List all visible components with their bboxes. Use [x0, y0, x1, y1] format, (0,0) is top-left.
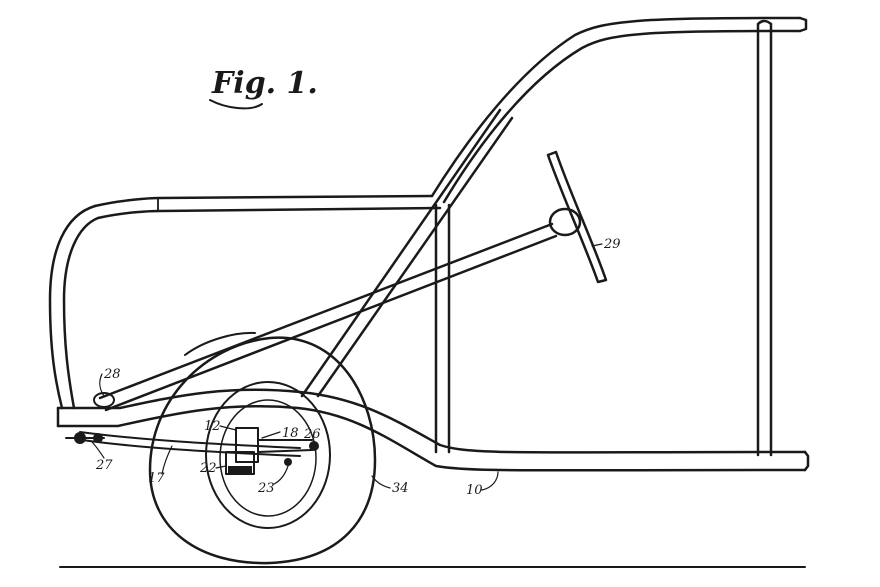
label-26: 26	[303, 427, 321, 442]
label-12: 12	[204, 419, 221, 434]
wheel	[148, 331, 377, 565]
door-pillar	[434, 203, 451, 454]
leader-17	[161, 445, 173, 475]
clip-plate	[228, 466, 252, 473]
label-28: 28	[103, 367, 121, 382]
title-flourish	[209, 99, 263, 110]
shackle-link	[257, 439, 313, 453]
chassis-frame	[48, 16, 810, 472]
label-22: 22	[199, 461, 217, 476]
steering-column	[98, 222, 558, 412]
label-18: 18	[282, 426, 299, 441]
leader-18	[261, 431, 281, 439]
wheel-hub-inner	[219, 399, 317, 517]
steering-wheel	[546, 150, 608, 284]
leader-34	[371, 475, 391, 489]
front-bow	[48, 204, 100, 410]
figure-title: Fig. 1.	[211, 66, 318, 101]
frame-rail-end	[803, 450, 810, 472]
shackle-bolt-lower	[284, 458, 292, 466]
steering-hub	[548, 207, 582, 237]
label-23: 23	[257, 481, 275, 496]
rear-post	[756, 19, 773, 457]
leader-12	[219, 425, 237, 431]
reference-labels: 28 12 18 26 22 23 27 17 34 10 29	[91, 237, 621, 498]
leader-23	[273, 465, 289, 485]
tire-outer	[148, 336, 377, 565]
tire-back-arc	[184, 331, 256, 356]
leader-27	[91, 441, 105, 459]
leader-10	[481, 471, 499, 491]
label-29: 29	[603, 237, 621, 252]
diagonal-brace	[300, 108, 514, 398]
roof-end-cap	[798, 16, 808, 33]
label-27: 27	[95, 458, 113, 473]
steering-rim	[546, 150, 608, 284]
wheel-hub-ring	[205, 381, 331, 529]
roof-arch-outer	[430, 16, 802, 198]
leader-29	[591, 243, 603, 247]
axle-bracket	[235, 427, 259, 463]
hood-tube	[93, 194, 442, 220]
label-17: 17	[148, 471, 165, 486]
shackle-bolt	[309, 441, 319, 451]
roof-arch-inner	[442, 29, 802, 204]
leader-28	[99, 373, 105, 397]
front-suspension	[65, 392, 319, 475]
leaf-spring	[79, 431, 301, 457]
steering-end-boss	[93, 392, 115, 408]
leader-22	[215, 465, 227, 469]
label-34: 34	[392, 481, 409, 496]
label-10: 10	[466, 483, 483, 498]
frame-rail-top	[56, 388, 807, 454]
spring-clip	[225, 451, 255, 475]
frame-rail-bottom	[56, 404, 807, 472]
